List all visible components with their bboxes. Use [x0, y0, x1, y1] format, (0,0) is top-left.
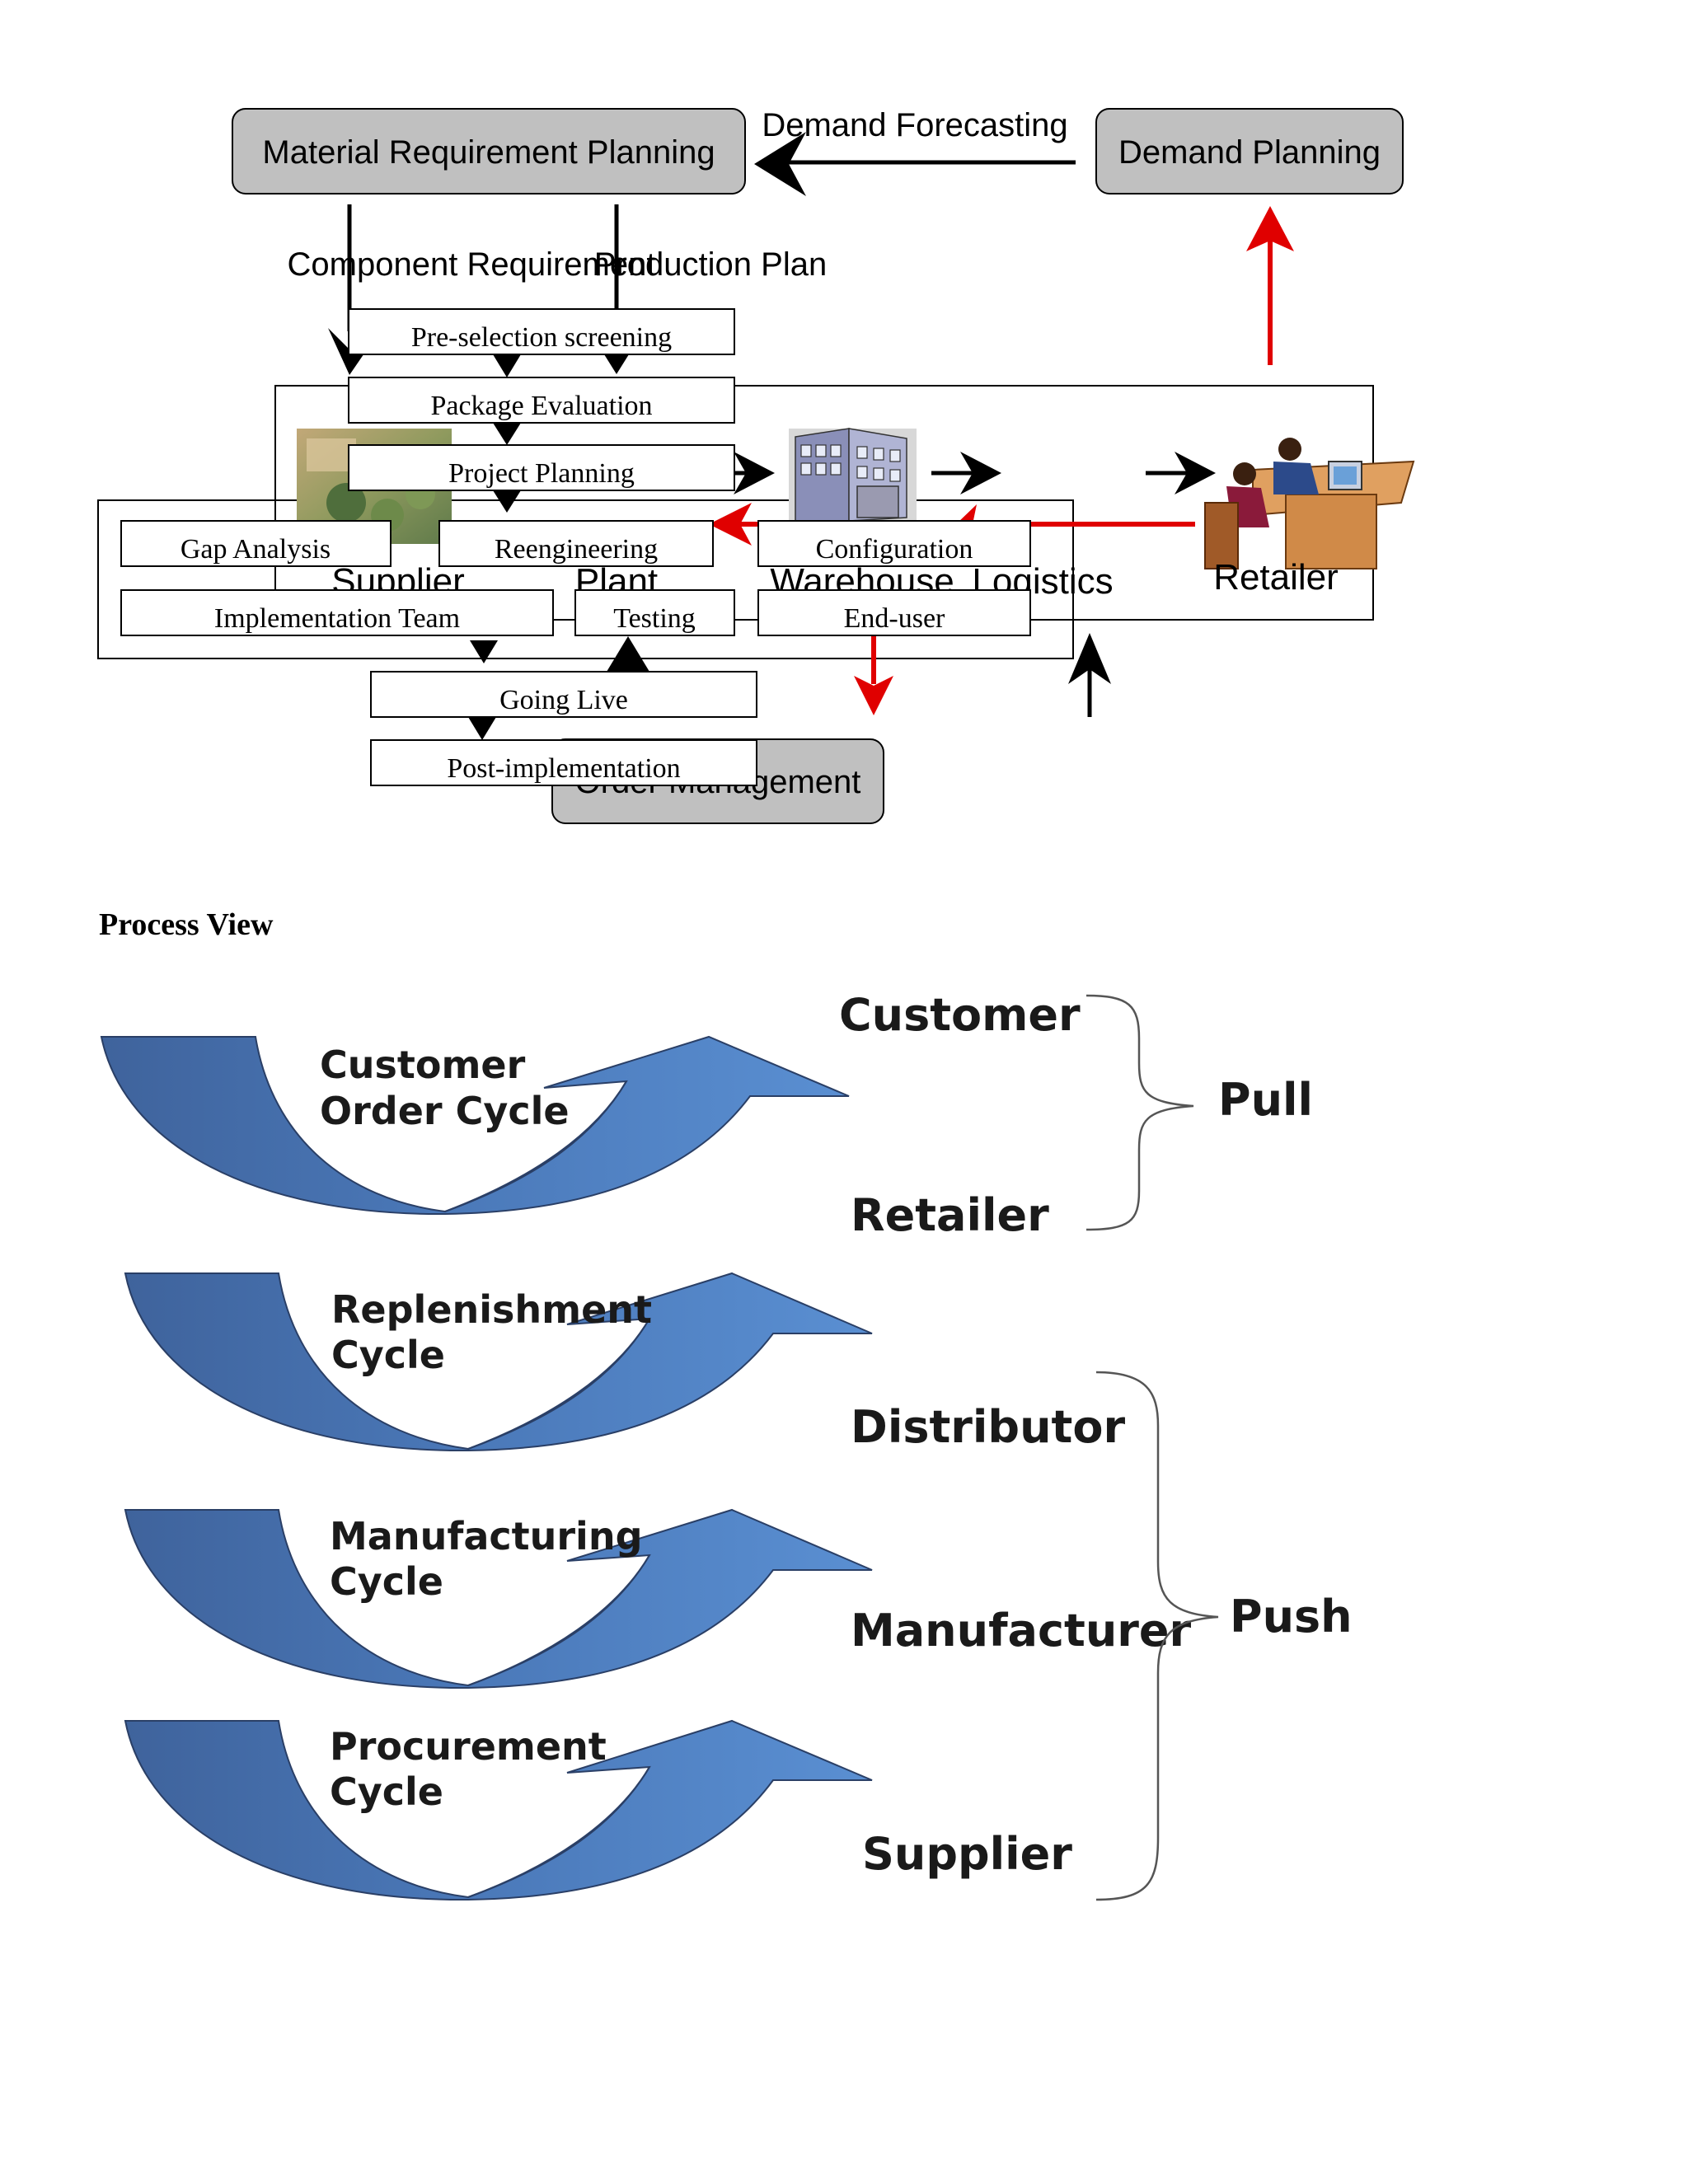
svg-text:Package Evaluation: Package Evaluation [430, 391, 652, 421]
group-push: Push [1230, 1591, 1353, 1643]
cycle-label-line1: Customer [320, 1043, 526, 1087]
svg-text:Project Planning: Project Planning [448, 458, 635, 489]
step-project-planning: Project Planning [348, 444, 735, 491]
stage-supplier: Supplier [862, 1828, 1072, 1880]
chain-black-arrows [729, 452, 1216, 494]
svg-text:Going Live: Going Live [499, 685, 628, 715]
stage-distributor: Distributor [851, 1401, 1125, 1453]
step-post-implementation: Post-implementation [370, 739, 757, 786]
cycle-label-line1: Replenishment [331, 1287, 652, 1332]
component-label: Component Requirement [288, 246, 656, 283]
step-pre-selection: Pre-selection screening [348, 308, 735, 355]
stage-retailer: Retailer [851, 1189, 1049, 1241]
step-flow-arrows [468, 354, 649, 740]
demand-planning-label: Demand Planning [1118, 134, 1381, 171]
step-implementation-team: Implementation Team [120, 589, 554, 636]
cycle-label-line1: Manufacturing [330, 1514, 643, 1558]
retailer-people-icon [1204, 438, 1415, 569]
cycle-label-line2: Cycle [330, 1769, 443, 1814]
stage-manufacturer: Manufacturer [851, 1605, 1192, 1657]
warehouse-building-icon [789, 428, 917, 526]
cycle-label-line1: Procurement [330, 1724, 607, 1769]
group-pull: Pull [1218, 1074, 1313, 1126]
pull-brace [1085, 994, 1194, 1231]
push-brace [1095, 1371, 1219, 1901]
supply-chain-diagram: Material Requirement Planning Demand Pla… [97, 107, 1415, 824]
svg-text:End-user: End-user [844, 603, 945, 634]
step-package-evaluation: Package Evaluation [348, 377, 735, 424]
logistics-up-arrow [1068, 633, 1111, 717]
process-view-diagram: Customer Order Cycle Replenishment Cycle… [100, 989, 1353, 1901]
svg-text:Pre-selection screening: Pre-selection screening [411, 322, 672, 353]
retailer-chain-label: Retailer [1213, 557, 1339, 598]
production-plan-label: Production Plan [594, 246, 827, 283]
svg-text:Post-implementation: Post-implementation [447, 753, 680, 784]
demand-planning-box: Demand Planning [1095, 108, 1404, 194]
svg-text:Implementation Team: Implementation Team [214, 603, 460, 634]
cycle-arrow-replenishment: Replenishment Cycle [124, 1272, 873, 1452]
svg-text:Reengineering: Reengineering [495, 534, 658, 565]
cycle-label-line2: Cycle [331, 1333, 445, 1377]
stage-customer: Customer [839, 989, 1081, 1041]
step-reengineering: Reengineering [438, 520, 714, 567]
step-testing: Testing [574, 589, 735, 636]
mrp-label: Material Requirement Planning [262, 134, 715, 171]
cycle-arrow-manufacturing: Manufacturing Cycle [124, 1508, 873, 1690]
mrp-box: Material Requirement Planning [232, 108, 746, 194]
demand-forecasting-arrow: Demand Forecasting [754, 107, 1076, 196]
svg-text:Configuration: Configuration [816, 534, 973, 565]
svg-text:Gap Analysis: Gap Analysis [181, 534, 331, 565]
cycle-arrow-procurement: Procurement Cycle [124, 1719, 873, 1901]
step-configuration: Configuration [757, 520, 1031, 567]
demand-forecasting-label: Demand Forecasting [762, 107, 1067, 143]
cycle-label-line2: Order Cycle [320, 1089, 570, 1133]
step-gap-analysis: Gap Analysis [120, 520, 392, 567]
cycle-label-line2: Cycle [330, 1559, 443, 1604]
cycle-arrow-customer-order: Customer Order Cycle [100, 1035, 850, 1216]
inner-chain-frame [97, 499, 1074, 659]
svg-text:Testing: Testing [613, 603, 696, 634]
section-heading: Process View [99, 907, 274, 942]
step-end-user: End-user [757, 589, 1031, 636]
step-going-live: Going Live [370, 671, 757, 718]
